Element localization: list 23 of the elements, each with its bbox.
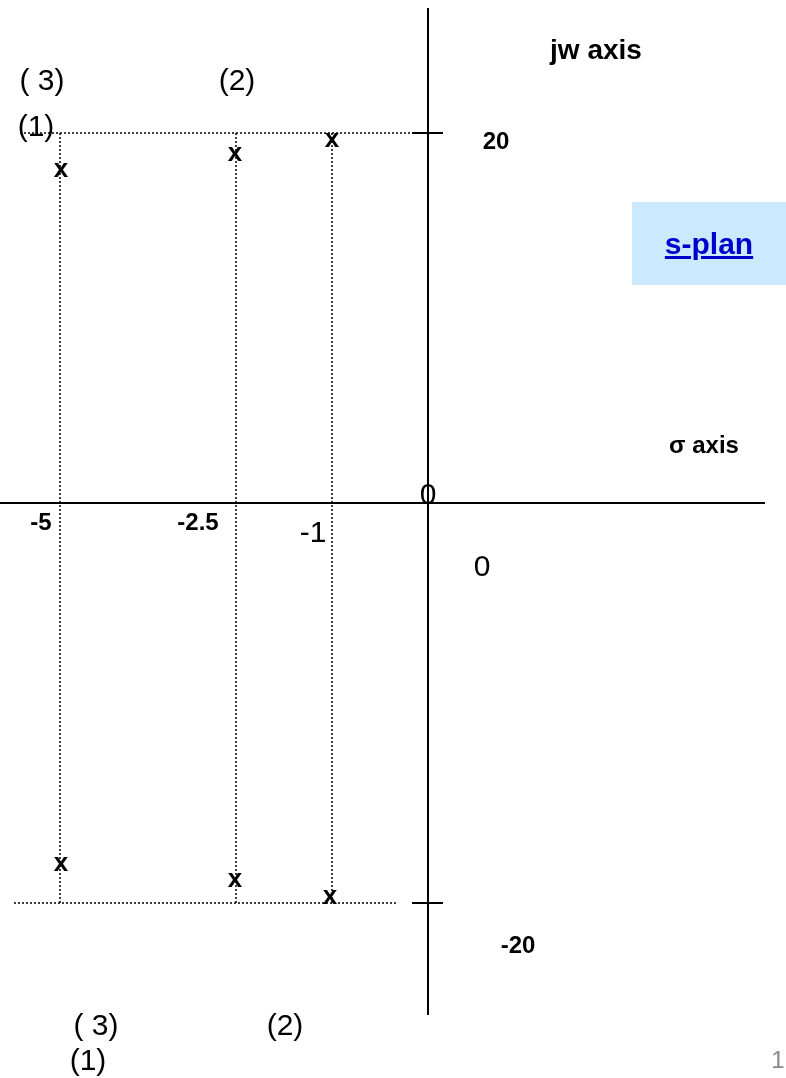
- tick-label: -2.5: [177, 510, 219, 534]
- pole-mark: x: [53, 849, 69, 875]
- tick-label: -20: [500, 933, 536, 957]
- callout-number: ( 3): [19, 65, 65, 95]
- pole-mark: x: [322, 882, 338, 908]
- pole-mark: x: [53, 155, 69, 181]
- callout-number: (1): [17, 111, 55, 141]
- tick-label: -5: [30, 510, 52, 534]
- axis-label: jw axis: [550, 36, 642, 64]
- page-number: 1: [771, 1048, 785, 1072]
- pole-mark: x: [227, 139, 243, 165]
- label-box: [632, 202, 786, 285]
- pole-mark: x: [324, 125, 340, 151]
- pole-mark: x: [227, 865, 243, 891]
- callout-number: (2): [266, 1010, 304, 1040]
- callout-number: ( 3): [73, 1010, 119, 1040]
- callout-number: (1): [69, 1045, 107, 1075]
- tick-label: -1: [299, 517, 327, 547]
- callout-number: (2): [218, 65, 256, 95]
- axis-label: σ axis: [669, 433, 739, 457]
- link-text: s-plan: [664, 226, 754, 261]
- origin-label: 0: [473, 551, 491, 581]
- tick-label: 20: [482, 129, 510, 153]
